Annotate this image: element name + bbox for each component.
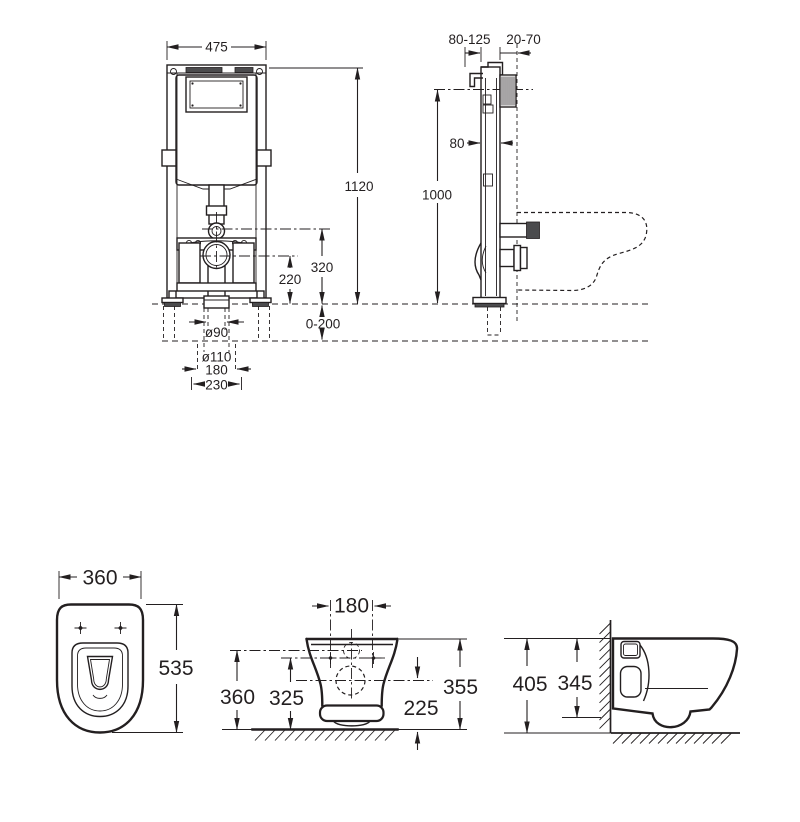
flush-bend-fitting (499, 248, 515, 268)
dim-outlet-spacing: 180 (205, 363, 228, 378)
dim-top-height-from-floor: 405 (512, 673, 547, 696)
fixing-hole-marker (324, 652, 380, 664)
outlet-hole (335, 665, 366, 696)
dim-wall-finish-range: 20-70 (506, 32, 541, 47)
dim-outlet-clearance: 230 (205, 378, 228, 393)
pan-top-view: 360 535 (55, 567, 194, 734)
side-bracket (256, 149, 272, 167)
dim-pan-width: 360 (82, 567, 117, 590)
ground-hatch (254, 730, 395, 741)
dim-pan-height: 345 (557, 672, 592, 695)
dim-frame-depth: 80 (449, 136, 464, 151)
dim-outlet-socket-diameter: ø110 (202, 350, 232, 365)
dim-pan-height: 355 (443, 676, 478, 699)
dim-flush-bend-height: 320 (311, 260, 334, 275)
foot-pad (164, 302, 181, 307)
dim-pan-depth: 535 (158, 657, 193, 680)
supply-cap (526, 221, 540, 239)
seat-hinge-marker (74, 622, 127, 634)
inlet-hole (343, 642, 360, 659)
dim-inlet-height: 360 (220, 686, 255, 709)
dim-fixing-height: 325 (269, 687, 304, 710)
fixing-plate (232, 242, 255, 284)
dim-floor-adjust: 0-200 (306, 317, 341, 332)
wall-hatch (599, 622, 611, 729)
access-panel (185, 76, 248, 113)
pan-outline-dashed (516, 211, 648, 292)
dim-frame-height: 1120 (344, 179, 373, 194)
frame-side-view: 80-125 20-70 80 1000 (422, 32, 648, 336)
pan-outline (611, 637, 739, 729)
floor-hatch (612, 732, 732, 744)
pan-side-view: 405 345 (504, 620, 740, 744)
pan-front-view: 180 360 325 355 225 (220, 595, 478, 750)
dim-fixing-spacing: 180 (334, 595, 369, 618)
pan-base (318, 704, 385, 723)
outlet-pipe (207, 265, 226, 299)
fixing-plate (178, 242, 201, 284)
pan-outline (55, 603, 145, 734)
flush-funnel (86, 655, 114, 691)
side-bracket (161, 149, 177, 167)
dim-outlet-height: 220 (279, 272, 302, 287)
foot-pad (252, 302, 269, 307)
bowl-rim (71, 642, 129, 718)
frame-front-view: 475 1120 320 220 0-200 ø90 ø110 180 230 (161, 40, 374, 393)
dim-supply-height: 1000 (422, 188, 452, 203)
dim-outlet-pipe-diameter: ø90 (205, 325, 228, 340)
outlet-elbow (474, 242, 482, 281)
dim-outlet-height: 225 (403, 697, 438, 720)
dim-fixing-depth-range: 80-125 (448, 32, 490, 47)
outlet-connection (619, 665, 642, 698)
outlet-socket (203, 295, 230, 309)
floor-level-lines (152, 303, 650, 342)
frame-top-bracket (185, 67, 223, 73)
foot-pad (474, 303, 505, 308)
flush-inlet-connection (620, 640, 641, 659)
water-supply-pipe (499, 222, 529, 238)
frame-top-bracket (234, 67, 254, 73)
dim-frame-width: 475 (205, 40, 228, 55)
wall-hook (469, 72, 483, 88)
